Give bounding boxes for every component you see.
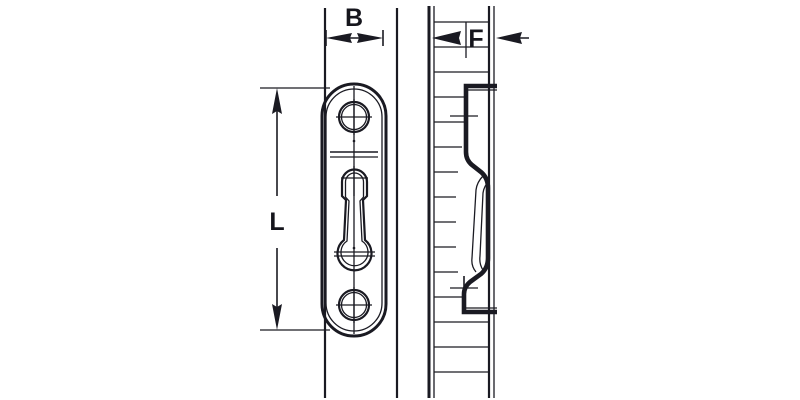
bracket-profile [461,83,497,315]
dimension-l: L [260,87,330,331]
bracket-fixing-marks [450,104,478,300]
dimension-f-label: F [468,25,483,53]
center-dot-mark-lower [352,246,356,250]
mounting-plate-outline [320,82,388,338]
front-view-extension-lines [323,8,399,398]
panel-section-hatching [434,21,489,373]
slot-reference-lines-top [330,151,378,158]
dimension-f: F [432,22,529,58]
dimension-b: B [325,4,384,46]
dimension-l-label: L [269,208,284,236]
side-section-view-group: F [427,6,529,398]
dimension-b-label: B [345,4,363,32]
keyhole-slot [334,166,375,272]
panel-edges [427,6,495,398]
front-view-group: B L [260,4,399,398]
center-dot-mark-upper [352,139,356,143]
upper-screw-hole [336,99,372,135]
lower-screw-hole [336,287,372,323]
